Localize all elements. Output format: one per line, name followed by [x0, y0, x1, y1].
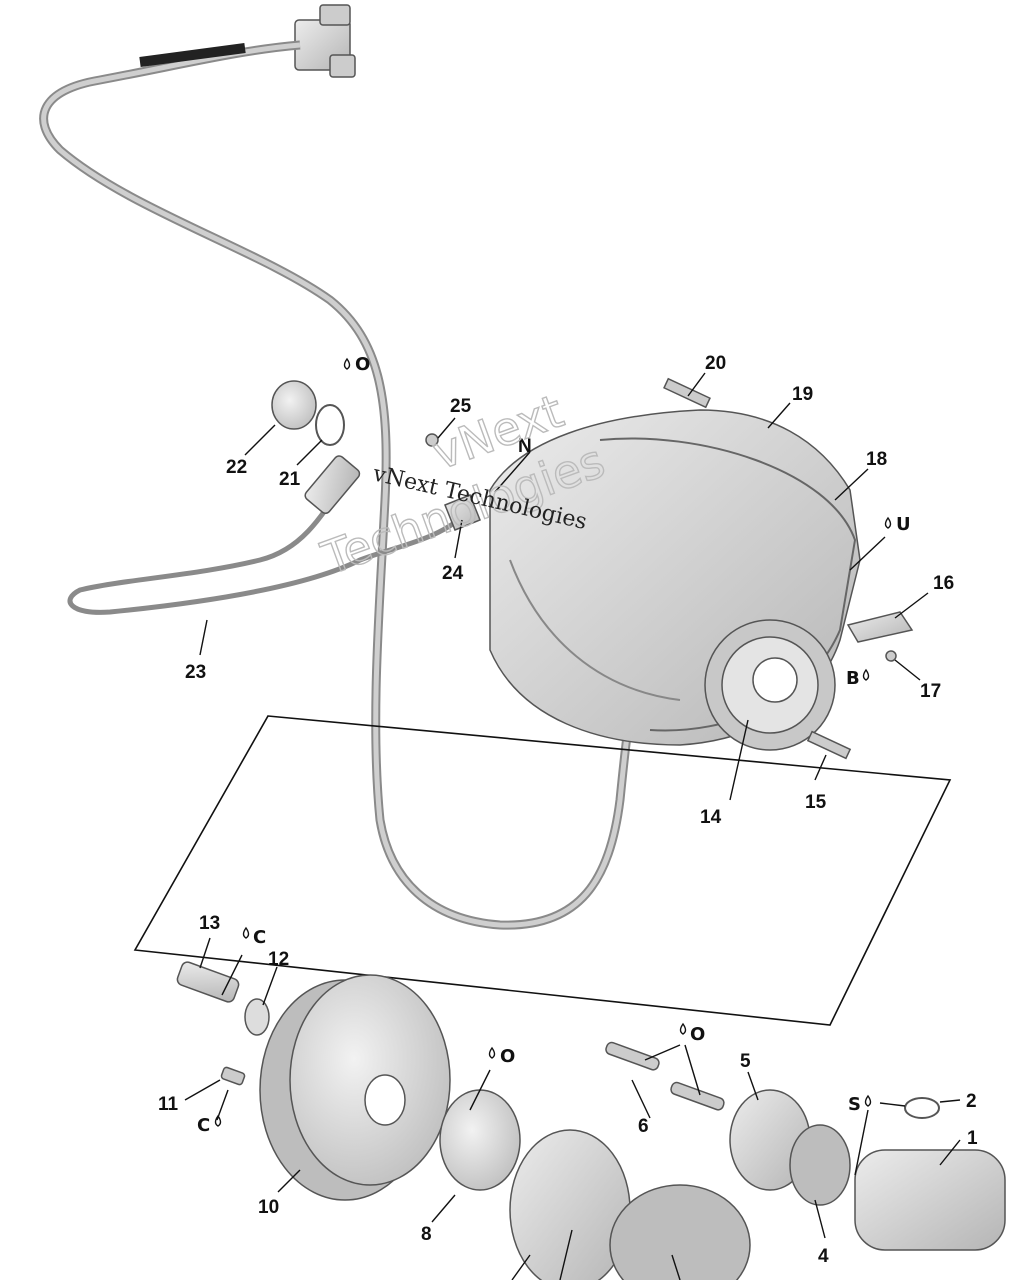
lube-symbol-o-top: O — [355, 354, 370, 375]
callout-12: 12 — [268, 949, 289, 970]
shaft-6a — [605, 1041, 660, 1071]
gear-4 — [789, 1124, 851, 1206]
callout-10: 10 — [258, 1197, 279, 1218]
callout-15: 15 — [805, 792, 827, 813]
drop-icon — [214, 1114, 222, 1127]
key-11 — [220, 1066, 246, 1086]
drop-icon — [679, 1022, 687, 1035]
bolt-15 — [806, 730, 852, 760]
sensor-wire-loop — [67, 478, 472, 615]
detail-frame — [133, 715, 952, 1026]
callout-18: 18 — [866, 449, 887, 470]
lube-symbol-o-right: O — [690, 1024, 705, 1045]
lube-symbol-u: U — [896, 514, 911, 535]
callout-4: 4 — [818, 1246, 829, 1267]
leader-lines — [184, 372, 961, 1280]
o-ring-21 — [315, 404, 345, 446]
drop-icon — [242, 926, 250, 939]
callout-8: 8 — [421, 1224, 432, 1245]
callout-13: 13 — [199, 913, 220, 934]
callout-5: 5 — [740, 1051, 751, 1072]
bearing-8 — [439, 1089, 521, 1191]
lubricant-symbols: O U B C C O O S — [197, 354, 911, 1136]
lube-symbol-s: S — [848, 1094, 861, 1115]
callout-20: 20 — [705, 353, 726, 374]
screw-25 — [425, 433, 439, 447]
drop-icon — [864, 1094, 872, 1107]
sensor-24 — [444, 494, 481, 531]
callout-25: 25 — [450, 396, 472, 417]
flywheel-10 — [259, 974, 451, 1201]
harness-connector — [294, 4, 356, 78]
shaft-6b — [670, 1081, 725, 1111]
callout-21: 21 — [279, 469, 301, 490]
o-ring-2 — [904, 1097, 940, 1119]
callout-2: 2 — [966, 1091, 977, 1112]
drop-icon — [343, 357, 351, 370]
callout-23: 23 — [185, 662, 206, 683]
callout-N: N — [518, 436, 532, 457]
bracket-16 — [846, 611, 914, 643]
callout-17: 17 — [920, 681, 941, 702]
bolt-20 — [663, 377, 711, 409]
callout-14: 14 — [700, 807, 722, 828]
drop-icon — [488, 1046, 496, 1059]
callouts: 20 19 18 16 17 14 15 25 N 24 22 21 23 13… — [158, 353, 978, 1267]
sensor-connector — [304, 455, 361, 515]
drop-icon — [862, 668, 870, 681]
lube-symbol-o-mid: O — [500, 1046, 515, 1067]
starter-motor-1 — [854, 1149, 1006, 1251]
harness-sleeve — [139, 43, 246, 67]
washer-12 — [244, 998, 270, 1036]
lube-symbol-c-upper: C — [253, 927, 266, 948]
callout-22: 22 — [226, 457, 247, 478]
callout-1: 1 — [967, 1128, 978, 1149]
callout-16: 16 — [933, 573, 954, 594]
screw-17 — [885, 650, 897, 662]
callout-6: 6 — [638, 1116, 649, 1137]
lube-symbol-c-lower: C — [197, 1115, 210, 1136]
plug-22 — [271, 380, 317, 430]
callout-19: 19 — [792, 384, 813, 405]
lube-symbol-b: B — [846, 668, 860, 689]
callout-11: 11 — [158, 1094, 179, 1115]
bolt-13 — [176, 961, 240, 1003]
gear-large — [609, 1184, 751, 1280]
callout-24: 24 — [442, 563, 464, 584]
drop-icon — [884, 516, 892, 529]
stator-14 — [704, 619, 836, 751]
